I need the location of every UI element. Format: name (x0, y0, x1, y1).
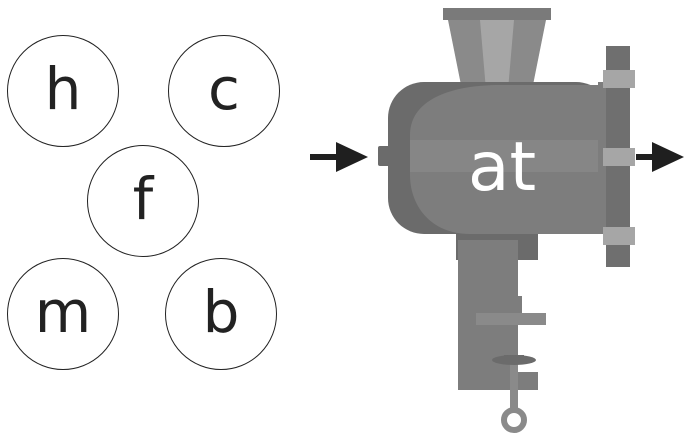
word-ending-label: at (468, 128, 536, 207)
letter-label: f (132, 165, 154, 233)
letter-tile-c[interactable]: c (168, 35, 280, 147)
meat-grinder-icon: at (378, 8, 635, 433)
output-arrow-icon (636, 142, 684, 172)
letter-label: h (44, 55, 82, 123)
letter-tile-h[interactable]: h (7, 35, 119, 147)
letter-tile-m[interactable]: m (7, 258, 119, 370)
input-arrow-icon (310, 142, 368, 172)
letter-label: c (208, 55, 240, 123)
letter-label: b (202, 278, 240, 346)
letter-tile-b[interactable]: b (165, 258, 277, 370)
letter-label: m (34, 278, 92, 346)
letter-tile-f[interactable]: f (87, 145, 199, 257)
